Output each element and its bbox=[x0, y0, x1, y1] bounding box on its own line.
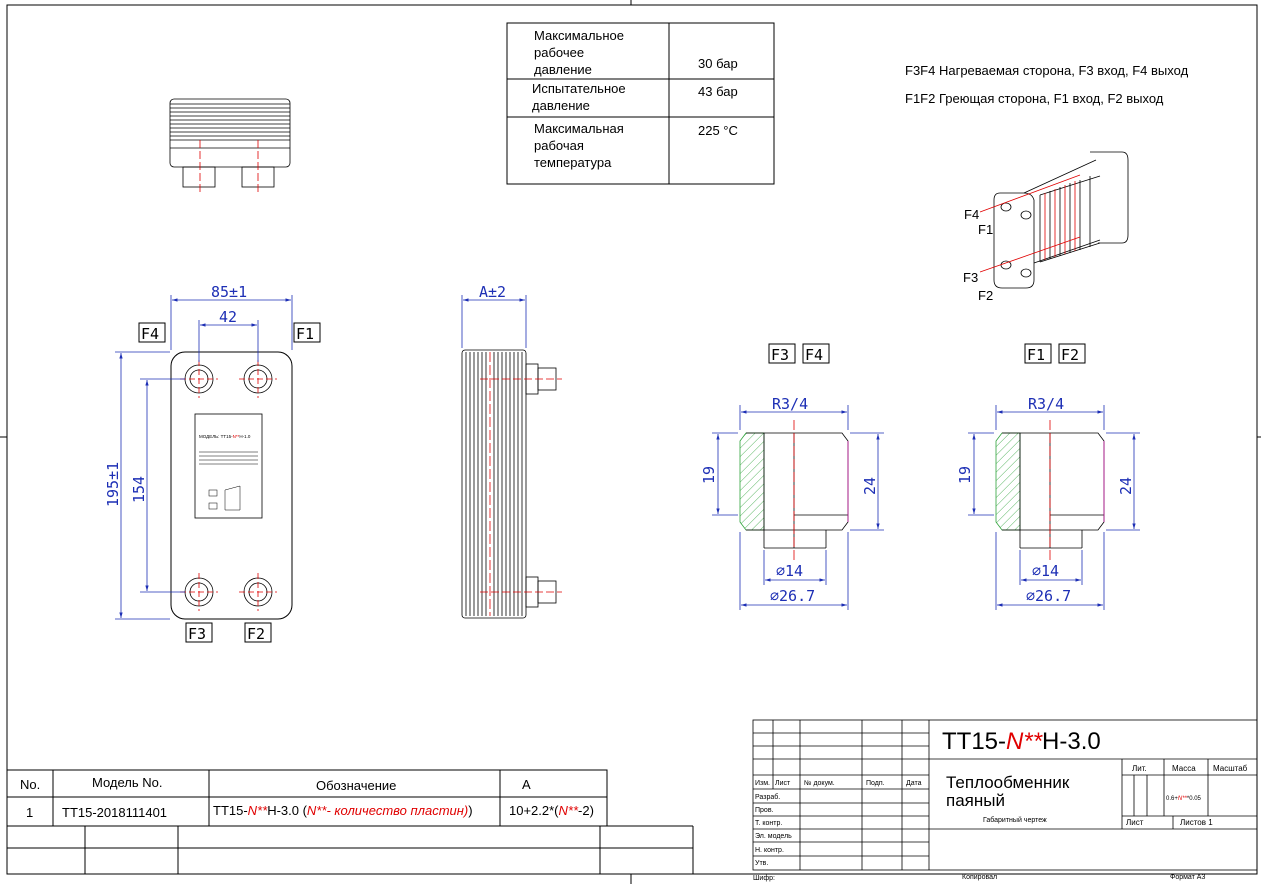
role-prov: Пров. bbox=[755, 807, 774, 814]
col-massa: Масса bbox=[1172, 764, 1196, 773]
spec-row1-label-3: давление bbox=[534, 62, 592, 77]
label-f4: F4 bbox=[141, 325, 159, 343]
spec-row2-value: 43 бар bbox=[698, 84, 738, 99]
section2-dim-d14: ∅14 bbox=[1032, 562, 1059, 580]
sheet-frame bbox=[6, 4, 1258, 875]
iso-label-f1: F1 bbox=[978, 222, 993, 237]
spec-row1-value: 30 бар bbox=[698, 56, 738, 71]
parts-header-designation: Обозначение bbox=[316, 778, 396, 793]
dim-width: 85±1 bbox=[211, 283, 247, 301]
spec-row2-label-2: давление bbox=[532, 98, 590, 113]
title-subtitle: Габаритный чертеж bbox=[983, 816, 1047, 824]
col-podp: Подп. bbox=[866, 780, 885, 787]
section1-dim-thread: R3/4 bbox=[772, 395, 808, 413]
label-f2: F2 bbox=[247, 625, 265, 643]
nameplate: МОДЕЛЬ: ТТ15-N**Н-1.0 bbox=[194, 413, 263, 519]
title-name-1: Теплообменник bbox=[946, 773, 1070, 792]
legend-heating-side: F1F2 Греющая сторона, F1 вход, F2 выход bbox=[905, 91, 1164, 106]
dim-port-spacing: 42 bbox=[219, 308, 237, 326]
section2-dim-d267: ∅26.7 bbox=[1026, 587, 1071, 605]
side-view: A±2 bbox=[461, 283, 562, 619]
section2-label-f2: F2 bbox=[1061, 346, 1079, 364]
parts-header-model: Модель No. bbox=[92, 775, 163, 790]
legend-heated-side: F3F4 Нагреваемая сторона, F3 вход, F4 вы… bbox=[905, 63, 1189, 78]
iso-label-f4: F4 bbox=[964, 207, 979, 222]
col-doc: № докум. bbox=[804, 780, 835, 787]
iso-label-f2: F2 bbox=[978, 288, 993, 303]
role-nkontr: Н. контр. bbox=[755, 847, 784, 854]
spec-row3-label-1: Максимальная bbox=[534, 121, 624, 136]
spec-row2-label-1: Испытательное bbox=[532, 81, 626, 96]
role-utv: Утв. bbox=[755, 860, 768, 867]
col-sheets: Листов 1 bbox=[1180, 818, 1213, 827]
label-f1: F1 bbox=[296, 325, 314, 343]
section1-dim-d267: ∅26.7 bbox=[770, 587, 815, 605]
mass-value: 0.6+N***0.05 bbox=[1166, 796, 1202, 802]
section1-label-f3: F3 bbox=[771, 346, 789, 364]
spec-table: Максимальное рабочее давление 30 бар Исп… bbox=[506, 22, 775, 185]
section1-dim-19: 19 bbox=[700, 466, 718, 484]
role-elmodel: Эл. модель bbox=[755, 833, 792, 840]
role-tkontr: Т. контр. bbox=[755, 820, 782, 827]
parts-table: No. Модель No. Обозначение A 1 TT15-2018… bbox=[6, 769, 694, 874]
iso-label-f3: F3 bbox=[963, 270, 978, 285]
parts-row-designation: TT15-N**H-3.0 (N**- количество пластин)) bbox=[213, 803, 473, 818]
parts-header-a: A bbox=[522, 777, 531, 792]
col-sheet: Лист bbox=[1126, 818, 1144, 827]
nameplate-model-n: N** bbox=[233, 434, 240, 439]
title-block: TT15-N**H-3.0 Теплообменник паяный Габар… bbox=[752, 719, 1258, 882]
parts-row-a: 10+2.2*(N**-2) bbox=[509, 803, 594, 818]
section1-label-f4: F4 bbox=[805, 346, 823, 364]
nozzle-section-f1f2: F1 F2 bbox=[956, 343, 1140, 610]
section2-dim-thread: R3/4 bbox=[1028, 395, 1064, 413]
nameplate-model-suffix: Н-1.0 bbox=[239, 434, 251, 439]
title-name-2: паяный bbox=[946, 791, 1005, 810]
section2-dim-24: 24 bbox=[1117, 477, 1135, 495]
spec-row3-value: 225 °C bbox=[698, 123, 738, 138]
top-view bbox=[169, 98, 291, 193]
parts-row-model: TT15-2018111401 bbox=[62, 805, 167, 820]
col-list: Лист bbox=[775, 780, 791, 787]
isometric-view: F4 F1 F3 F2 bbox=[963, 151, 1129, 303]
footer-format: Формат А3 bbox=[1170, 874, 1205, 881]
svg-text:МОДЕЛЬ: ТТ15-N**Н-1.0: МОДЕЛЬ: ТТ15-N**Н-1.0 bbox=[199, 434, 251, 439]
section2-dim-19: 19 bbox=[956, 466, 974, 484]
col-lit: Лит. bbox=[1132, 764, 1147, 773]
section1-dim-d14: ∅14 bbox=[776, 562, 803, 580]
front-port-labels: F4 F1 F3 F2 bbox=[138, 322, 321, 643]
spec-row3-label-3: температура bbox=[534, 155, 612, 170]
front-view: МОДЕЛЬ: ТТ15-N**Н-1.0 F4 F1 F3 F2 bbox=[104, 283, 321, 643]
role-razrab: Разраб. bbox=[755, 793, 780, 801]
footer-shifr: Шифр: bbox=[753, 875, 775, 882]
section2-label-f1: F1 bbox=[1027, 346, 1045, 364]
dim-depth: A±2 bbox=[479, 283, 506, 301]
parts-row-no: 1 bbox=[26, 805, 33, 820]
spec-row3-label-2: рабочая bbox=[534, 138, 584, 153]
dim-height: 195±1 bbox=[104, 462, 122, 507]
dim-port-vspacing: 154 bbox=[130, 476, 148, 503]
col-masshtab: Масштаб bbox=[1213, 764, 1248, 773]
spec-row1-label-1: Максимальное bbox=[534, 28, 624, 43]
col-izm: Изм. bbox=[755, 780, 770, 787]
nozzle-section-f3f4: F3 F4 bbox=[700, 343, 884, 610]
col-data: Дата bbox=[906, 780, 922, 787]
section1-dim-24: 24 bbox=[861, 477, 879, 495]
label-f3: F3 bbox=[188, 625, 206, 643]
parts-header-no: No. bbox=[20, 777, 40, 792]
spec-row1-label-2: рабочее bbox=[534, 45, 584, 60]
title-code: TT15-N**H-3.0 bbox=[942, 728, 1101, 755]
footer-kopir: Копировал bbox=[962, 874, 997, 881]
nameplate-model-prefix: МОДЕЛЬ: ТТ15- bbox=[199, 434, 233, 439]
